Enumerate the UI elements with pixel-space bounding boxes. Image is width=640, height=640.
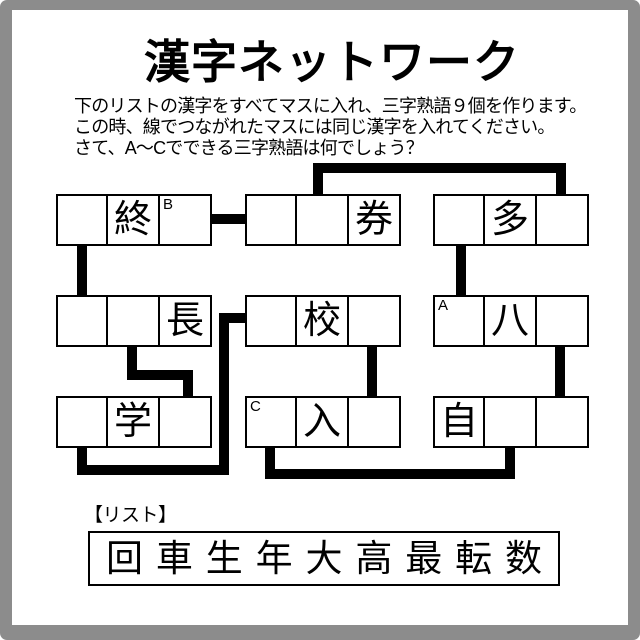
puzzle-cell[interactable] (245, 194, 297, 246)
puzzle-group-4: 長 (56, 295, 212, 347)
kanji-list-box: 回 車 生 年 大 高 最 転 数 (88, 531, 560, 586)
list-kanji-item: 回 (106, 537, 143, 579)
puzzle-cell[interactable] (56, 194, 108, 246)
list-kanji-item: 年 (255, 537, 293, 579)
puzzle-cell[interactable] (160, 396, 212, 448)
cell-label-a: A (438, 297, 449, 314)
puzzle-cell[interactable]: 終 (108, 194, 160, 246)
puzzle-cell-a[interactable]: A (433, 295, 485, 347)
cell-kanji: 終 (113, 199, 152, 241)
puzzle-group-6: A 八 (433, 295, 589, 347)
puzzle-group-9: 自 (433, 396, 589, 448)
puzzle-cell[interactable] (245, 295, 297, 347)
puzzle-cell[interactable] (485, 396, 537, 448)
puzzle-group-8: C 入 (245, 396, 401, 448)
instruction-line-3: さて、A〜Cでできる三字熟語は何でしょう？ (74, 138, 424, 158)
cell-label-c: C (250, 398, 261, 415)
puzzle-cell[interactable]: 校 (297, 295, 349, 347)
cell-kanji: 長 (165, 300, 204, 342)
puzzle-cell[interactable]: 八 (485, 295, 537, 347)
list-kanji-item: 数 (505, 537, 542, 579)
puzzle-cell[interactable]: 学 (108, 396, 160, 448)
cell-kanji: 学 (113, 401, 152, 443)
list-kanji-item: 大 (305, 537, 343, 579)
cell-kanji: 入 (302, 401, 341, 443)
puzzle-cell-c[interactable]: C (245, 396, 297, 448)
puzzle-group-2: 券 (245, 194, 401, 246)
puzzle-cell[interactable]: 入 (297, 396, 349, 448)
list-heading: 【リスト】 (84, 505, 177, 526)
puzzle-cell[interactable] (108, 295, 160, 347)
puzzle-cell[interactable] (537, 396, 589, 448)
puzzle-cell[interactable] (433, 194, 485, 246)
cell-kanji: 自 (439, 401, 478, 443)
puzzle-cell[interactable] (297, 194, 349, 246)
puzzle-cell[interactable] (56, 295, 108, 347)
puzzle-cell[interactable]: 自 (433, 396, 485, 448)
puzzle-cell[interactable] (537, 194, 589, 246)
puzzle-group-3: 多 (433, 194, 589, 246)
puzzle-cell[interactable] (56, 396, 108, 448)
puzzle-cell[interactable] (349, 295, 401, 347)
cell-kanji: 校 (302, 300, 341, 342)
list-kanji-item: 生 (205, 537, 243, 579)
cell-label-b: B (163, 196, 174, 213)
instruction-line-2: この時、線でつながれたマスには同じ漢字を入れてください。 (74, 117, 555, 137)
puzzle-group-7: 学 (56, 396, 212, 448)
instruction-line-1: 下のリストの漢字をすべてマスに入れ、三字熟語９個を作ります。 (74, 96, 587, 116)
puzzle-cell[interactable]: 長 (160, 295, 212, 347)
puzzle-cell[interactable]: 多 (485, 194, 537, 246)
cell-kanji: 券 (354, 199, 393, 241)
puzzle-cell[interactable] (349, 396, 401, 448)
list-kanji-item: 高 (355, 537, 393, 579)
puzzle-cell-b[interactable]: B (160, 194, 212, 246)
cell-kanji: 多 (490, 199, 529, 241)
cell-kanji: 八 (490, 300, 529, 342)
list-kanji-item: 最 (405, 537, 443, 579)
list-kanji-item: 転 (455, 537, 493, 579)
list-kanji-item: 車 (155, 537, 193, 579)
puzzle-cell[interactable] (537, 295, 589, 347)
puzzle-cell[interactable]: 券 (349, 194, 401, 246)
instructions: 下のリストの漢字をすべてマスに入れ、三字熟語９個を作ります。 この時、線でつなが… (74, 96, 604, 159)
puzzle-group-5: 校 (245, 295, 401, 347)
page-title: 漢字ネットワーク (144, 36, 520, 88)
puzzle-group-1: 終 B (56, 194, 212, 246)
